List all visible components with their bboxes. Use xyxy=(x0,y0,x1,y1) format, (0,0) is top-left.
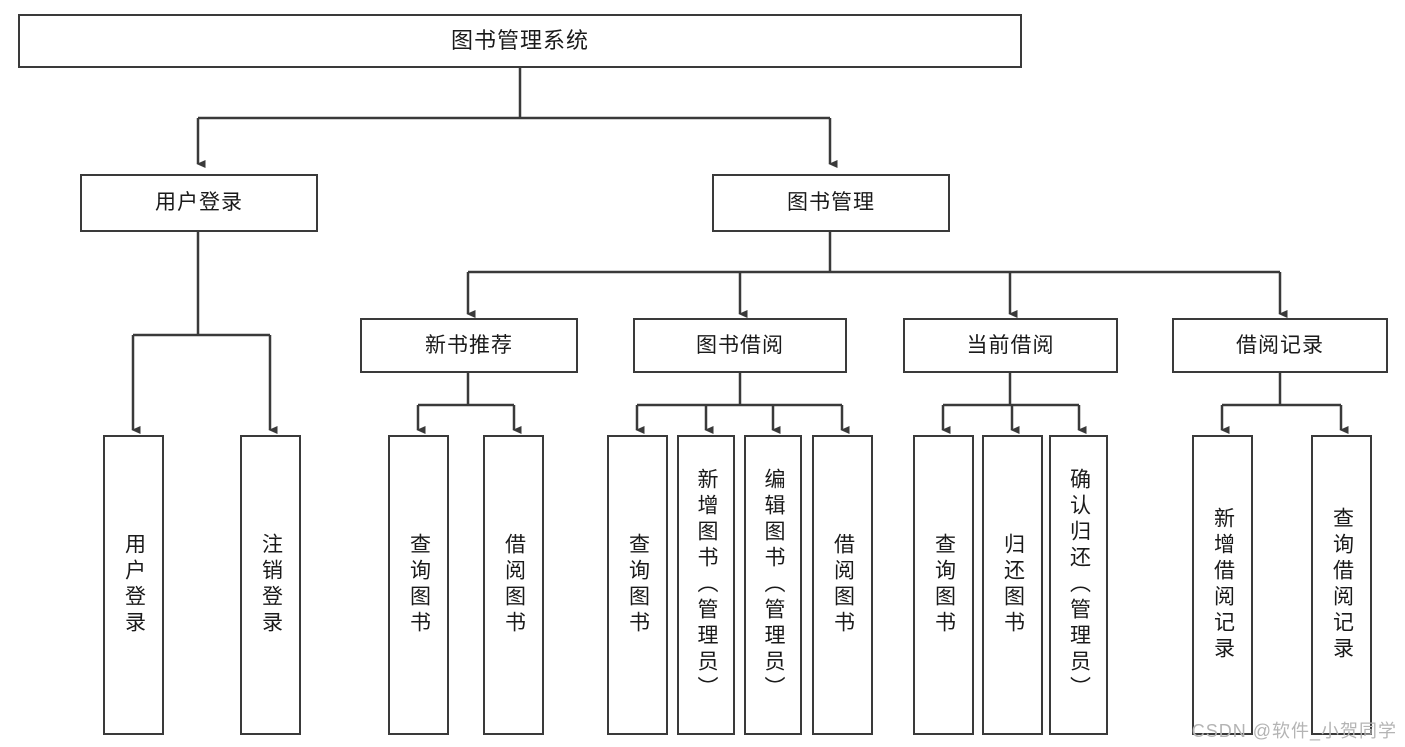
node-new-book-recommend[interactable]: 新书推荐 xyxy=(360,318,578,373)
node-label: 新增图书（管理员） xyxy=(695,468,719,702)
leaf-new-book-1[interactable]: 查询图书 xyxy=(388,435,449,735)
node-label: 图书管理系统 xyxy=(450,27,589,53)
node-label: 当前借阅 xyxy=(966,333,1055,357)
node-label: 借阅记录 xyxy=(1236,333,1324,357)
watermark-text: CSDN @软件_小贺同学 xyxy=(1191,721,1397,741)
node-label: 查询图书 xyxy=(626,533,650,637)
node-label: 借阅图书 xyxy=(831,533,855,637)
leaf-book-borrow-2[interactable]: 新增图书（管理员） xyxy=(677,435,735,735)
node-label: 查询图书 xyxy=(932,533,956,637)
node-label: 用户登录 xyxy=(155,191,243,215)
node-label: 新增借阅记录 xyxy=(1211,507,1235,663)
node-label: 新书推荐 xyxy=(425,333,513,357)
leaf-book-borrow-4[interactable]: 借阅图书 xyxy=(812,435,873,735)
node-current-borrow[interactable]: 当前借阅 xyxy=(903,318,1118,373)
node-label: 查询借阅记录 xyxy=(1330,507,1354,663)
node-label: 借阅图书 xyxy=(502,533,526,637)
leaf-current-borrow-2[interactable]: 归还图书 xyxy=(982,435,1043,735)
leaf-book-borrow-1[interactable]: 查询图书 xyxy=(607,435,668,735)
node-label: 注销登录 xyxy=(259,533,283,637)
leaf-new-book-2[interactable]: 借阅图书 xyxy=(483,435,544,735)
node-user-login[interactable]: 用户登录 xyxy=(80,174,318,232)
leaf-current-borrow-1[interactable]: 查询图书 xyxy=(913,435,974,735)
node-label: 确认归还（管理员） xyxy=(1067,468,1091,702)
node-book-borrow[interactable]: 图书借阅 xyxy=(633,318,847,373)
leaf-user-login-1[interactable]: 用户登录 xyxy=(103,435,164,735)
node-label: 编辑图书（管理员） xyxy=(762,468,786,702)
node-label: 用户登录 xyxy=(122,533,146,637)
leaf-borrow-record-1[interactable]: 新增借阅记录 xyxy=(1192,435,1253,735)
node-borrow-record[interactable]: 借阅记录 xyxy=(1172,318,1388,373)
leaf-book-borrow-3[interactable]: 编辑图书（管理员） xyxy=(744,435,802,735)
leaf-current-borrow-3[interactable]: 确认归还（管理员） xyxy=(1049,435,1108,735)
node-root-system[interactable]: 图书管理系统 xyxy=(18,14,1022,68)
node-label: 归还图书 xyxy=(1001,533,1025,637)
node-label: 图书管理 xyxy=(787,191,875,215)
node-label: 查询图书 xyxy=(407,533,431,637)
node-book-manage[interactable]: 图书管理 xyxy=(712,174,950,232)
leaf-user-login-2[interactable]: 注销登录 xyxy=(240,435,301,735)
node-label: 图书借阅 xyxy=(696,333,784,357)
leaf-borrow-record-2[interactable]: 查询借阅记录 xyxy=(1311,435,1372,735)
